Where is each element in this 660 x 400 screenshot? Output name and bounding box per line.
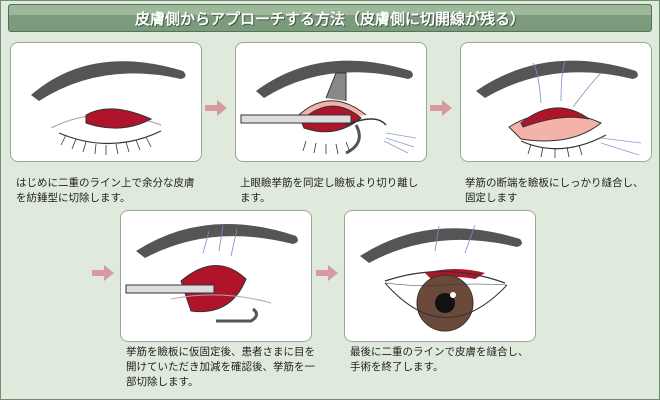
step-3-panel (460, 42, 652, 162)
arrow-right-icon (430, 100, 452, 116)
step-2-illustration (240, 60, 417, 155)
step-3-caption: 挙筋の断端を瞼板にしっかり縫合し、固定します (465, 177, 644, 204)
step-1-panel (10, 42, 202, 162)
step-1-caption: はじめに二重のライン上で余分な皮膚を紡錘型に切除します。 (16, 177, 195, 204)
step-4-illustration (125, 224, 298, 323)
step-5-panel (344, 210, 536, 342)
arrow-right-icon (92, 265, 114, 281)
arrow-right-icon (316, 265, 338, 281)
step-2-caption: 上眼瞼挙筋を同定し瞼板より切り離します。 (240, 177, 419, 204)
step-4-panel (120, 210, 312, 342)
arrow-right-icon (205, 100, 227, 116)
step-5-illustration (360, 224, 522, 332)
step-2-panel (235, 42, 427, 162)
step-3-illustration (476, 60, 642, 158)
page-title: 皮膚側からアプローチする方法（皮膚側に切開線が残る） (134, 10, 525, 28)
step-5-caption: 最後に二重のラインで皮膚を縫合し、手術を終了します。 (350, 346, 529, 373)
step-1-illustration (31, 61, 186, 155)
title-bar: 皮膚側からアプローチする方法（皮膚側に切開線が残る） (8, 4, 652, 32)
step-4-caption: 挙筋を瞼板に仮固定後、患者さまに目を開けていただき加減を確認後、挙筋を一部切除し… (126, 346, 315, 388)
